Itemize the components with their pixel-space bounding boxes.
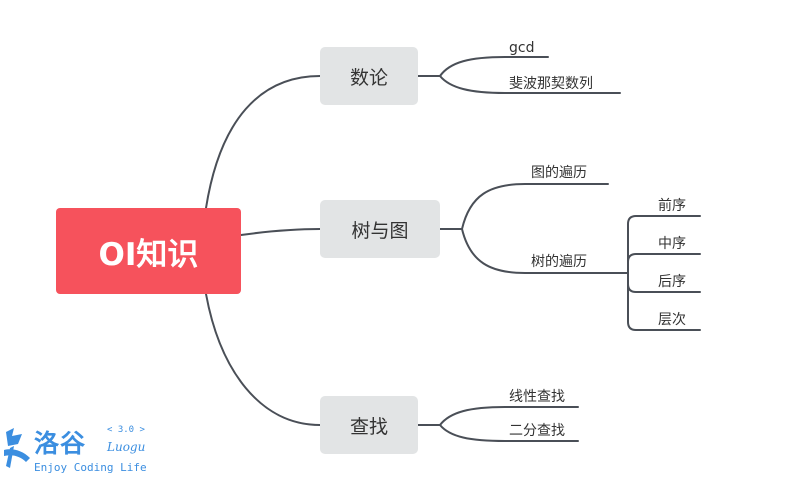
link-xianxing	[439, 406, 579, 426]
subtopic-levelorder[interactable]: 层次	[658, 312, 686, 328]
link-root-shuyutu	[240, 228, 321, 236]
link-tudebianli	[461, 183, 609, 230]
link-root-shulun	[205, 75, 321, 209]
subtopic-inorder[interactable]: 中序	[658, 236, 686, 252]
link-erfen	[439, 424, 579, 442]
subtopic-gcd[interactable]: gcd	[509, 40, 535, 56]
subtopic-binary-search[interactable]: 二分查找	[509, 423, 565, 439]
logo-name-cn: 洛谷	[34, 429, 87, 458]
logo-version: < 3.0 >	[107, 425, 145, 435]
root-node[interactable]: OI知识	[56, 208, 241, 294]
subtopic-fibonacci[interactable]: 斐波那契数列	[509, 76, 593, 92]
subtopic-linear-search[interactable]: 线性查找	[509, 389, 565, 405]
subtopic-graph-traversal[interactable]: 图的遍历	[531, 165, 587, 181]
topic-chazhao[interactable]: 查找	[320, 396, 418, 454]
subtopic-preorder[interactable]: 前序	[658, 198, 686, 214]
subtopic-postorder[interactable]: 后序	[658, 274, 686, 290]
logo-slogan: Enjoy Coding Life	[34, 461, 147, 474]
luogu-logo: 洛谷 < 3.0 > Luogu Enjoy Coding Life	[0, 420, 160, 477]
subtopic-tree-traversal[interactable]: 树的遍历	[531, 254, 587, 270]
link-root-chazhao	[205, 293, 321, 426]
topic-label: 树与图	[351, 219, 409, 242]
link-fib	[439, 75, 621, 94]
topic-label: 查找	[349, 415, 388, 438]
topic-shuyutu[interactable]: 树与图	[320, 200, 440, 258]
root-label: OI知识	[98, 236, 199, 273]
luogu-mark-icon	[4, 428, 30, 468]
logo-name-en: Luogu	[107, 440, 146, 454]
link-cengci	[627, 272, 701, 331]
topic-label: 数论	[349, 66, 388, 89]
link-shudebianli	[461, 228, 629, 274]
topic-shulun[interactable]: 数论	[320, 47, 418, 105]
link-zhongxu	[627, 253, 701, 274]
link-qianxu	[627, 215, 701, 274]
link-gcd	[439, 56, 549, 77]
